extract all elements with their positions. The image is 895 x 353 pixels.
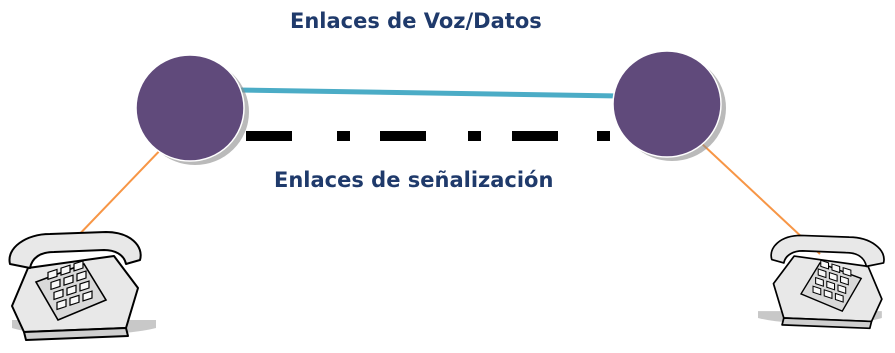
telephone-icon bbox=[8, 231, 157, 341]
left-switch-node bbox=[135, 54, 249, 165]
telephone-icon bbox=[757, 234, 885, 330]
right-telephone bbox=[757, 234, 885, 330]
signaling-link bbox=[246, 131, 610, 141]
signaling-links-label: Enlaces de señalización bbox=[274, 168, 554, 192]
left-telephone bbox=[8, 231, 157, 341]
voice-data-links-label: Enlaces de Voz/Datos bbox=[290, 9, 542, 33]
left-phone-line bbox=[71, 141, 169, 243]
voice-data-link bbox=[237, 87, 621, 99]
right-switch-node bbox=[612, 50, 726, 161]
